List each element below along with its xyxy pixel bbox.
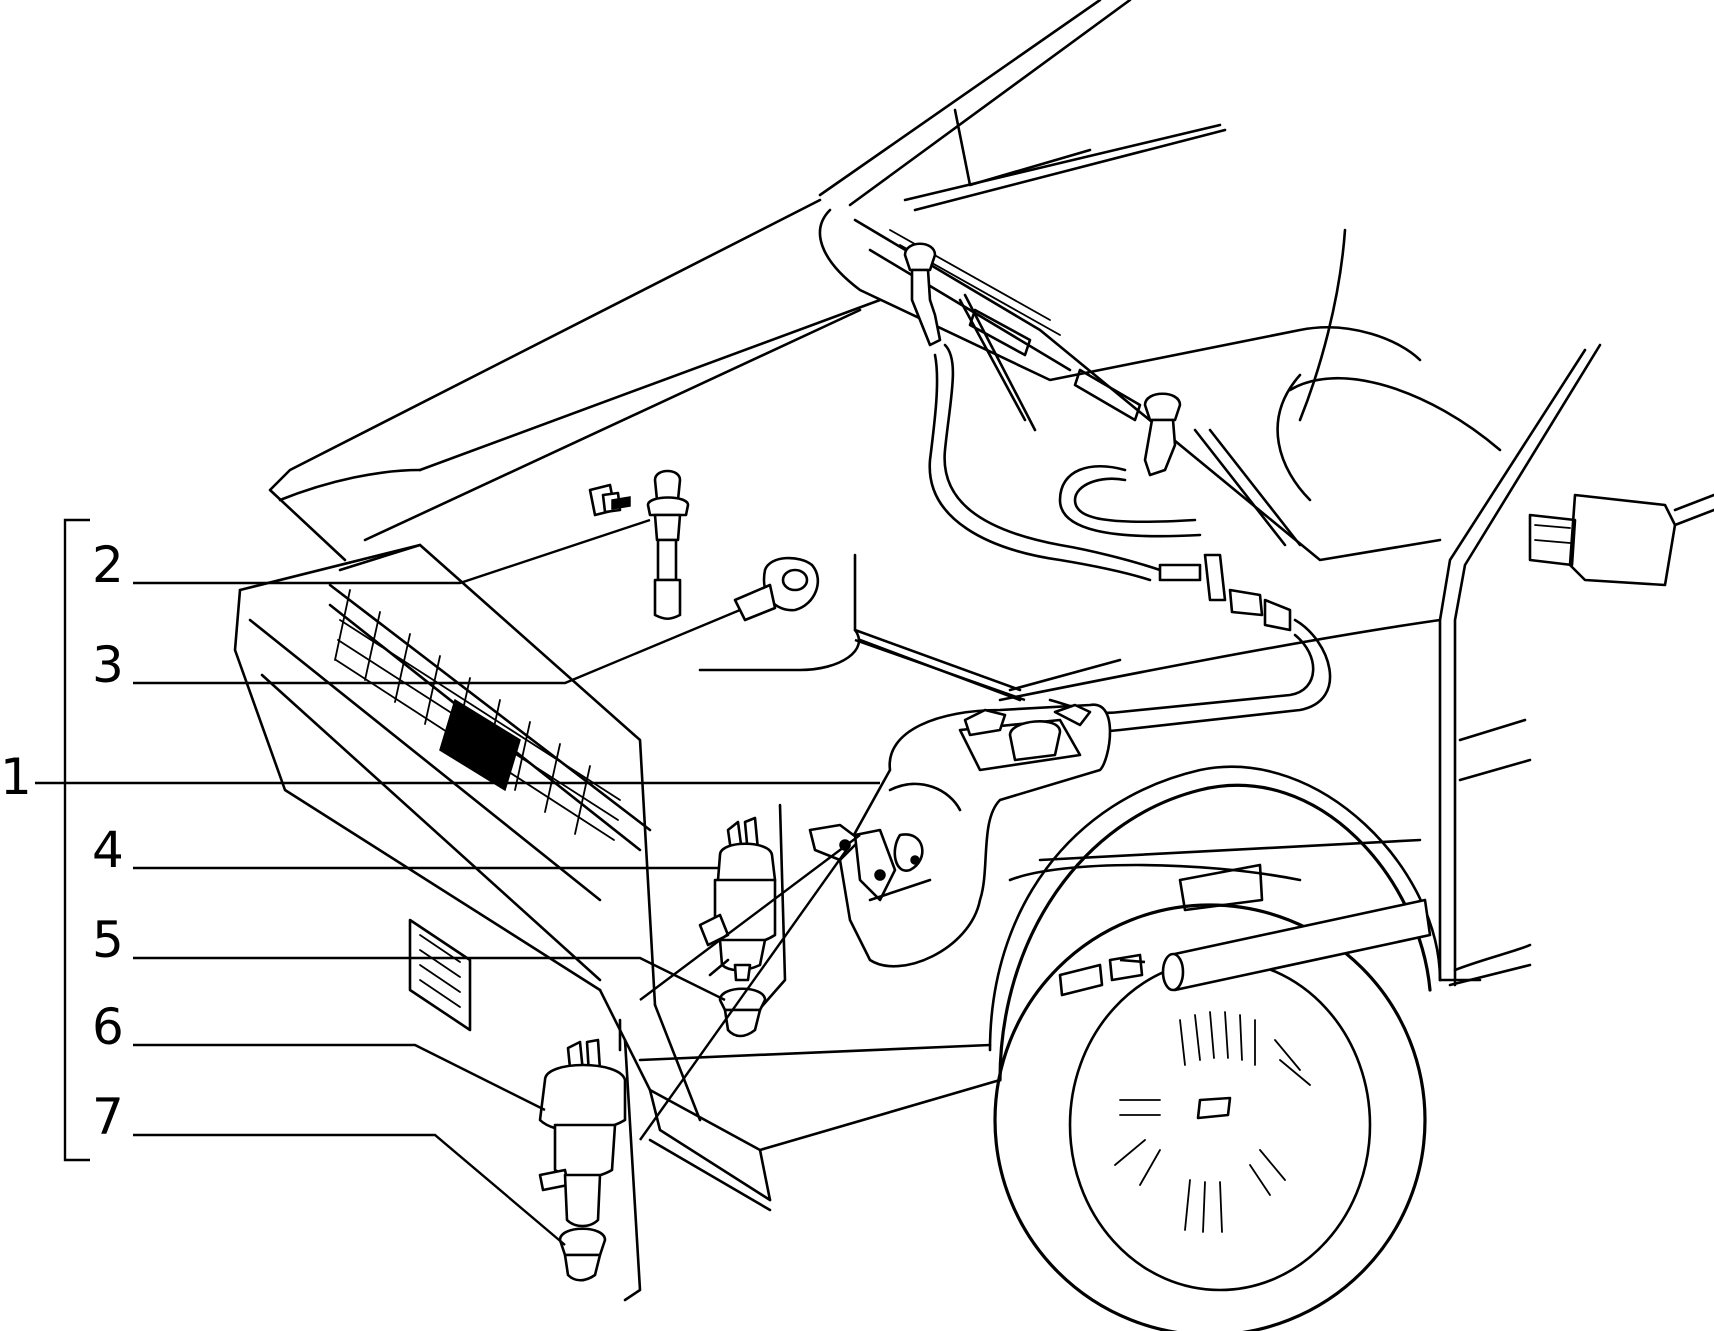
washer-reservoir-tank bbox=[808, 703, 1112, 968]
part-3-grommet bbox=[733, 556, 820, 622]
callout-7: 7 bbox=[92, 1088, 124, 1146]
callout-2: 2 bbox=[92, 536, 124, 594]
part-5-grommet bbox=[718, 987, 767, 1038]
callout-leaders bbox=[35, 518, 1026, 1246]
hose-t-connector bbox=[1158, 563, 1202, 582]
washer-jet-left bbox=[903, 242, 937, 272]
grille-mesh bbox=[334, 589, 621, 841]
part-4-pump bbox=[698, 816, 777, 982]
callout-5: 5 bbox=[92, 911, 124, 969]
assembly-bracket bbox=[63, 518, 90, 1162]
callout-6: 6 bbox=[92, 998, 124, 1056]
wheel-vents bbox=[1114, 1011, 1311, 1233]
washer-hoses bbox=[903, 242, 1432, 997]
callout-1: 1 bbox=[0, 748, 32, 806]
car-body bbox=[233, 0, 1714, 1302]
washer-jet-right bbox=[1143, 392, 1182, 422]
front-wheel bbox=[993, 903, 1427, 1331]
callout-4: 4 bbox=[92, 821, 124, 879]
tank-filler-cap bbox=[1008, 720, 1062, 762]
part-7-grommet bbox=[558, 1227, 607, 1282]
callout-3: 3 bbox=[92, 636, 124, 694]
part-6-pump bbox=[538, 1038, 627, 1228]
part-2-level-sensor bbox=[588, 469, 690, 621]
